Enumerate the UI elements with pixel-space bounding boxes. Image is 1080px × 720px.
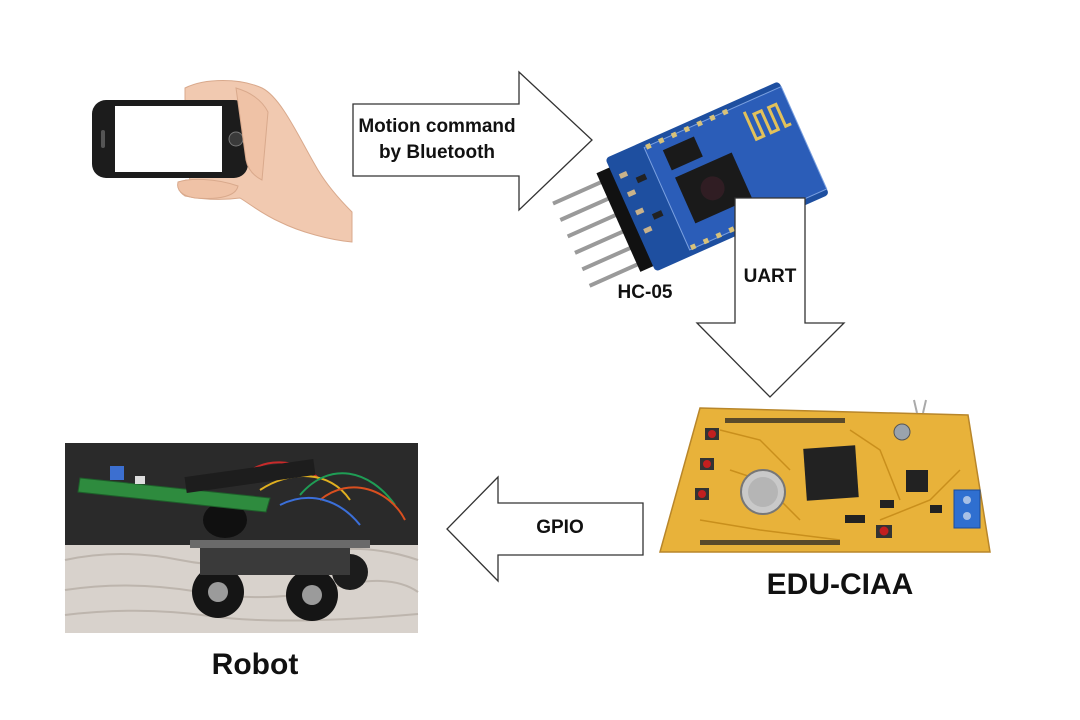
capacitor <box>893 423 911 441</box>
robot-motor <box>203 502 247 538</box>
robot-pcb <box>77 477 271 513</box>
antenna-trace <box>742 102 792 142</box>
hc05-module-image <box>552 82 828 288</box>
uart-arrow <box>695 197 846 398</box>
robot-wires <box>239 461 406 526</box>
edu-ciaa-board-image <box>659 399 991 553</box>
header-pins <box>552 166 655 288</box>
terminal-block <box>953 489 981 529</box>
mcu-chip <box>803 445 859 501</box>
fingers <box>235 87 269 181</box>
bluetooth-label-line2: by Bluetooth <box>378 142 496 163</box>
gpio-arrow <box>446 475 644 583</box>
bluetooth-label-line1: Motion command <box>358 116 516 137</box>
thumb <box>177 178 239 199</box>
uart-arrow-label: UART <box>743 266 797 287</box>
robot-chassis <box>200 545 350 575</box>
edu-ciaa-label: EDU-CIAA <box>766 568 914 601</box>
hc05-label: HC-05 <box>617 282 673 303</box>
robot-photo <box>64 443 419 633</box>
phone-screen <box>115 106 222 172</box>
board-header-row <box>700 418 845 545</box>
bluetooth-arrow-label: Motion command by Bluetooth <box>356 114 518 166</box>
secondary-chip <box>662 136 703 171</box>
bluetooth-arrow <box>352 70 593 212</box>
robot-label: Robot <box>211 648 299 681</box>
smartphone-hand-image <box>92 80 353 243</box>
phone-home-button <box>228 131 244 147</box>
robot-upper-board <box>184 459 316 493</box>
phone-speaker <box>101 130 105 148</box>
secondary-chip-board <box>906 470 928 492</box>
gpio-arrow-label: GPIO <box>536 517 584 538</box>
